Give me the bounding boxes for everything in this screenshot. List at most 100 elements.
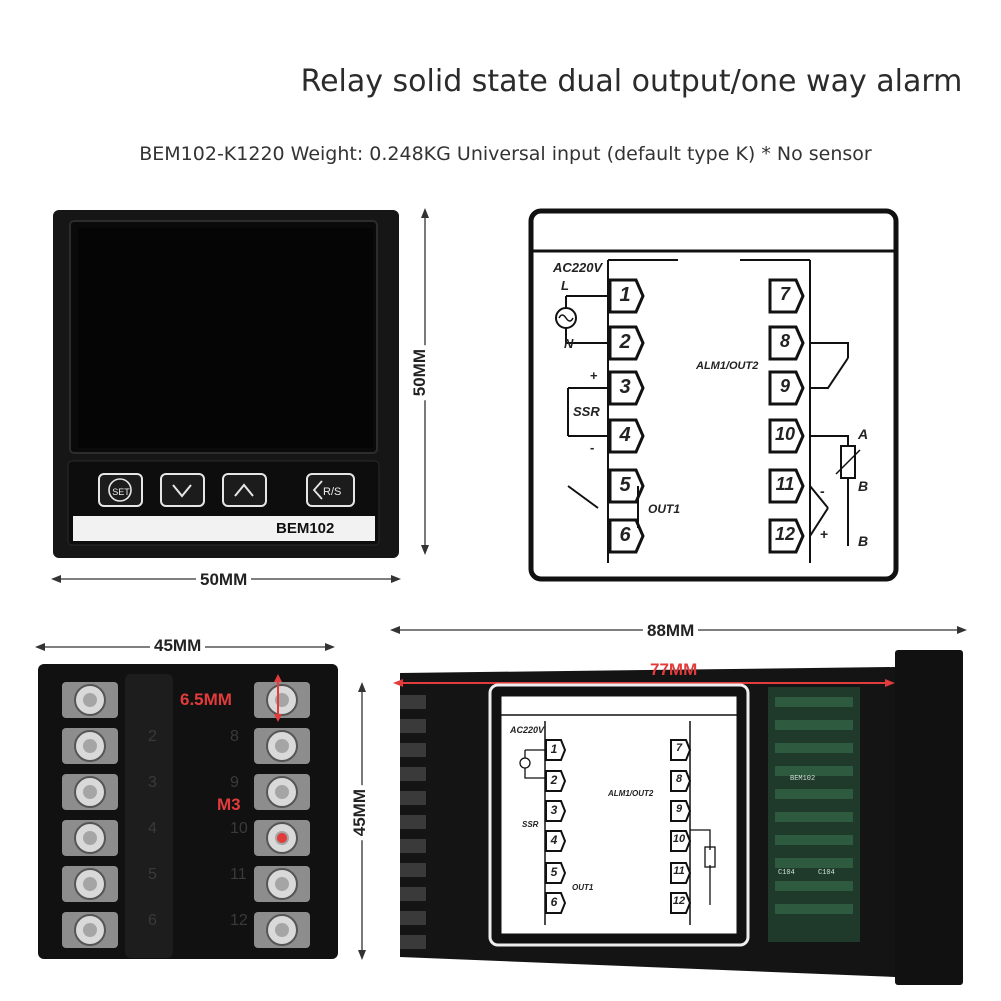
mini-terminal-number: 1 [550,742,558,756]
mini-terminal-number: 6 [550,895,558,909]
mini-terminal-number: 4 [550,833,558,847]
set-button[interactable] [98,473,143,507]
rs-button[interactable] [306,473,355,507]
terminal-number: 4 [619,424,631,446]
screw-head [83,785,97,799]
front-width-dim: 50MM [196,570,252,590]
out1-label: OUT1 [648,502,681,516]
screw-head [275,739,289,753]
mini-terminal-number: 9 [675,803,683,815]
terminal-number: 6 [619,524,631,546]
mini-ssr-label: SSR [522,820,539,829]
terminal-number: 1 [619,284,631,306]
neutral-label: N [564,336,574,351]
terminal-box-right [768,468,805,504]
front-panel: SET R/S BEM102 50MM 50MM [50,205,440,600]
board-label-1: BEM102 [790,775,816,783]
board-label-2: C104 [778,869,795,877]
terminal-number: 7 [779,284,790,304]
screw-size-dim: M3 [217,795,241,814]
mini-terminal-number: 8 [675,773,683,785]
tc-plus: + [820,526,829,542]
screw-head [275,923,289,937]
side-pin [400,887,426,901]
rear-terminal-number: 2 [148,728,157,745]
mini-terminal-left [545,739,567,761]
screw-head [83,923,97,937]
rear-terminal-number: 10 [230,820,248,837]
terminal-box-right [768,325,805,361]
rear-width-dim: 45MM [150,636,206,656]
mini-terminal-number: 2 [550,773,558,787]
mini-terminal-left [545,892,567,914]
mini-terminal-number: 5 [550,865,558,879]
power-label: AC220V [553,260,603,275]
mini-power-label: AC220V [510,725,545,735]
side-pin [400,695,426,709]
tc-minus: - [820,483,825,499]
terminal-pitch-dim: 6.5MM [180,690,232,709]
ssr-minus: - [590,440,595,455]
mini-alarm-label: ALM1/OUT2 [608,789,654,798]
terminal-box-left [608,325,645,361]
mini-terminal-right [670,830,692,852]
screw-head [275,877,289,891]
mini-terminal-right [670,892,692,914]
rear-terminal-number: 6 [148,912,157,929]
board-label-3: C104 [818,869,835,877]
rear-terminal-number: 8 [230,728,239,745]
mini-terminal-left [545,770,567,792]
page-title: Relay solid state dual output/one way al… [300,64,963,99]
rear-terminal-number: 3 [148,774,157,791]
terminal-box-right [768,370,805,406]
screw-head [83,831,97,845]
mini-terminal-left [545,800,567,822]
front-height-dim: 50MM [410,345,430,401]
mini-terminal-right [670,770,692,792]
wiring-diagram-drawing [528,208,899,582]
terminal-box-left [608,468,645,504]
terminal-box-left [608,418,645,454]
mini-terminal-number: 11 [673,865,685,877]
screw-head [83,877,97,891]
mini-terminal-number: 12 [672,895,686,907]
mini-terminal-left [545,830,567,852]
terminal-number: 9 [779,376,790,396]
side-pin [400,911,426,925]
terminal-number: 12 [774,524,796,544]
line-label: L [561,278,569,293]
terminal-number: 8 [779,331,790,351]
terminal-number: 2 [619,331,631,353]
model-label: BEM102 [276,520,335,537]
terminal-box-left [608,518,645,554]
front-panel-drawing [51,208,429,583]
mini-terminal-right [670,800,692,822]
screw-head [275,785,289,799]
side-pin [400,839,426,853]
rear-terminal-number: 5 [148,866,157,883]
side-panel-drawing [358,626,967,985]
terminal-number: 11 [775,474,795,494]
side-pin [400,815,426,829]
sensor-b2-label: B [858,533,869,549]
mini-terminal-left [545,862,567,884]
mini-terminal-number: 7 [675,742,683,754]
page-subtitle: BEM102-K1220 Weight: 0.248KG Universal i… [139,143,872,165]
mini-terminal-right [670,739,692,761]
up-button[interactable] [222,473,267,507]
terminal-box-right [768,518,805,554]
terminal-box-left [608,278,645,314]
terminal-box-left [608,370,645,406]
terminal-box-right [768,418,805,454]
rear-terminal-number: 9 [230,774,239,791]
side-pin [400,767,426,781]
side-panel: 88MM 77MM 45MM AC220V ALM1/OUT2 OUT1 SSR… [350,615,980,985]
screw-head [83,693,97,707]
mini-terminal-number: 3 [550,803,558,817]
total-length-dim: 88MM [643,621,699,641]
rear-terminal-number: 12 [230,912,248,929]
terminal-number: 10 [774,424,796,444]
set-button-label: SET [112,487,130,497]
down-button[interactable] [160,473,205,507]
